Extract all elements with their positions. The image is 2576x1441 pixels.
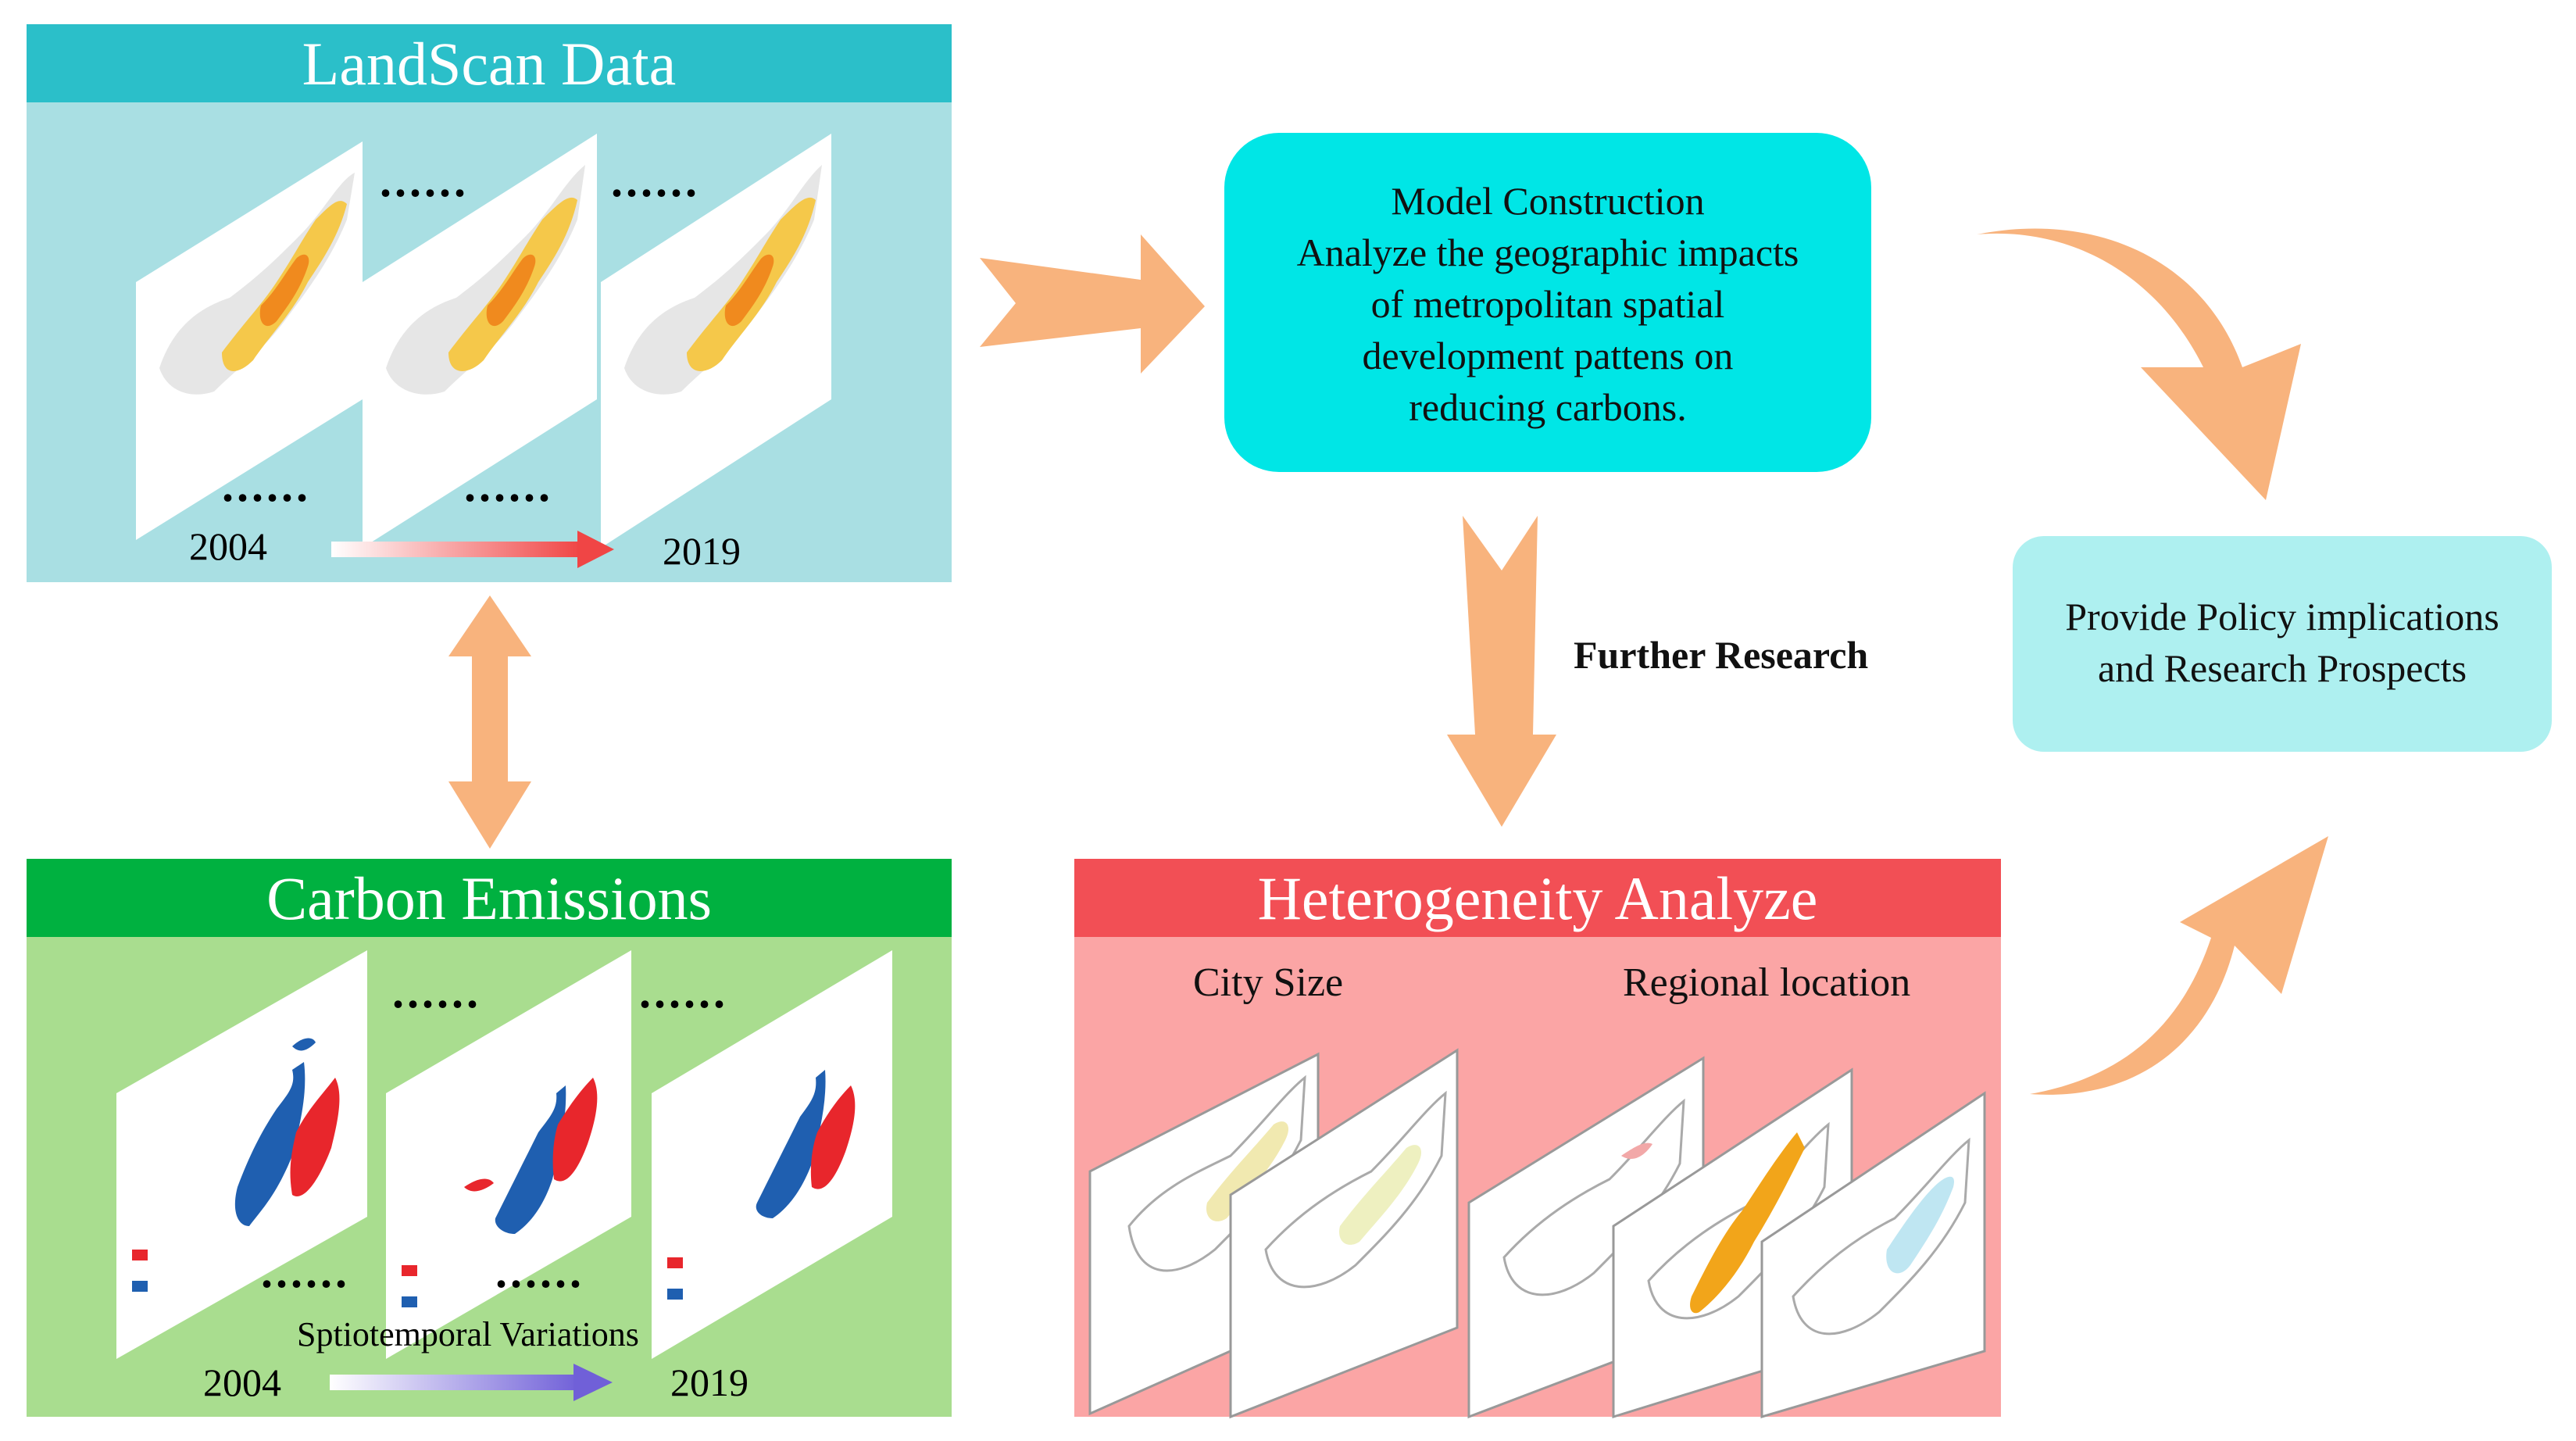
landscan-map-1: [136, 141, 363, 540]
heterogeneity-panel: Heterogeneity Analyze City Size Regional…: [1074, 859, 2001, 1419]
double-arrow-icon: [448, 595, 531, 849]
carbon-time-arrow: [330, 1364, 613, 1401]
arrow-right-icon: [980, 234, 1205, 374]
carbon-map-3: [652, 950, 892, 1359]
arrow-down-icon: [1447, 516, 1556, 827]
landscan-dots-top-1: ......: [380, 155, 469, 206]
carbon-dots-bottom-1: ......: [261, 1246, 350, 1297]
policy-line-1: Provide Policy implications: [2065, 595, 2499, 638]
landscan-dots-bottom-1: ......: [222, 459, 311, 511]
model-construction-box: Model Construction Analyze the geographi…: [1224, 133, 1871, 472]
landscan-header: [27, 24, 952, 102]
heterogeneity-maps: [1088, 1048, 1986, 1419]
landscan-year-start: 2004: [189, 524, 267, 568]
landscan-maps: [136, 134, 831, 568]
city-size-label: City Size: [1193, 960, 1344, 1005]
carbon-caption: Sptiotemporal Variations: [297, 1315, 639, 1353]
carbon-dots-top-2: ......: [639, 966, 728, 1017]
carbon-dots-bottom-2: ......: [495, 1246, 584, 1297]
curved-arrow-down-icon: [1977, 228, 2301, 500]
further-research-label: Further Research: [1574, 633, 1869, 677]
model-line-1: Model Construction: [1391, 179, 1705, 223]
carbon-year-start: 2004: [203, 1361, 281, 1404]
policy-box: Provide Policy implications and Research…: [2013, 536, 2552, 752]
carbon-maps: [116, 950, 892, 1401]
model-line-4: development pattens on: [1362, 334, 1734, 377]
regional-location-label: Regional location: [1623, 960, 1911, 1005]
policy-line-2: and Research Prospects: [2097, 646, 2467, 690]
landscan-title: LandScan Data: [302, 30, 677, 98]
heterogeneity-title: Heterogeneity Analyze: [1257, 864, 1818, 932]
carbon-map-2: [386, 950, 631, 1359]
landscan-time-arrow: [331, 531, 614, 568]
model-line-2: Analyze the geographic impacts: [1296, 231, 1799, 274]
carbon-title: Carbon Emissions: [266, 864, 712, 932]
carbon-dots-top-1: ......: [392, 966, 481, 1017]
heterogeneity-header: [1074, 859, 2001, 937]
carbon-map-1: [116, 950, 367, 1359]
regional-map-3: [1760, 1091, 1986, 1419]
model-line-3: of metropolitan spatial: [1370, 282, 1725, 326]
carbon-header: [27, 859, 952, 937]
landscan-map-2: [363, 134, 597, 548]
landscan-dots-top-2: ......: [611, 155, 700, 206]
city-size-map-2: [1229, 1048, 1459, 1419]
landscan-dots-bottom-2: ......: [464, 459, 553, 511]
carbon-panel: Carbon Emissions: [27, 859, 952, 1417]
landscan-year-end: 2019: [663, 529, 741, 573]
curved-arrow-up-icon: [2030, 836, 2328, 1095]
landscan-map-3: [601, 134, 831, 548]
carbon-year-end: 2019: [670, 1361, 749, 1404]
model-line-5: reducing carbons.: [1409, 385, 1687, 429]
landscan-panel: LandScan Data: [27, 24, 952, 582]
